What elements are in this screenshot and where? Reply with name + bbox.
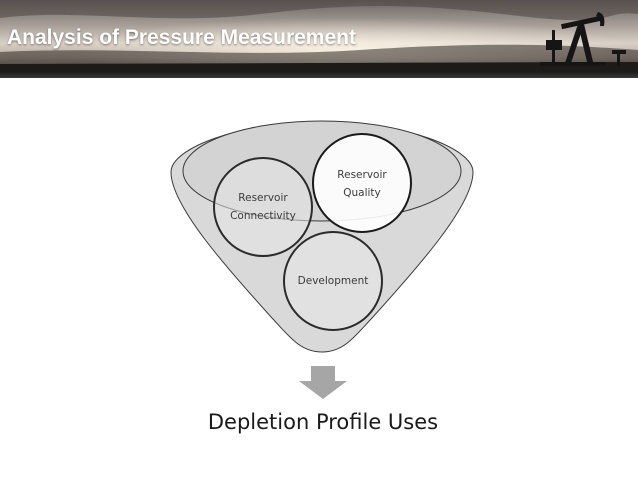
label-reservoir-quality: Reservoir Quality: [312, 166, 412, 202]
label-line: Reservoir: [312, 166, 412, 184]
label-line: Reservoir: [213, 189, 313, 207]
label-reservoir-connectivity: Reservoir Connectivity: [213, 189, 313, 225]
down-arrow-icon: [299, 366, 347, 399]
depletion-profile-caption: Depletion Profile Uses: [150, 410, 496, 434]
label-development: Development: [283, 272, 383, 290]
label-line: Connectivity: [213, 207, 313, 225]
label-line: Quality: [312, 184, 412, 202]
label-line: Development: [283, 272, 383, 290]
